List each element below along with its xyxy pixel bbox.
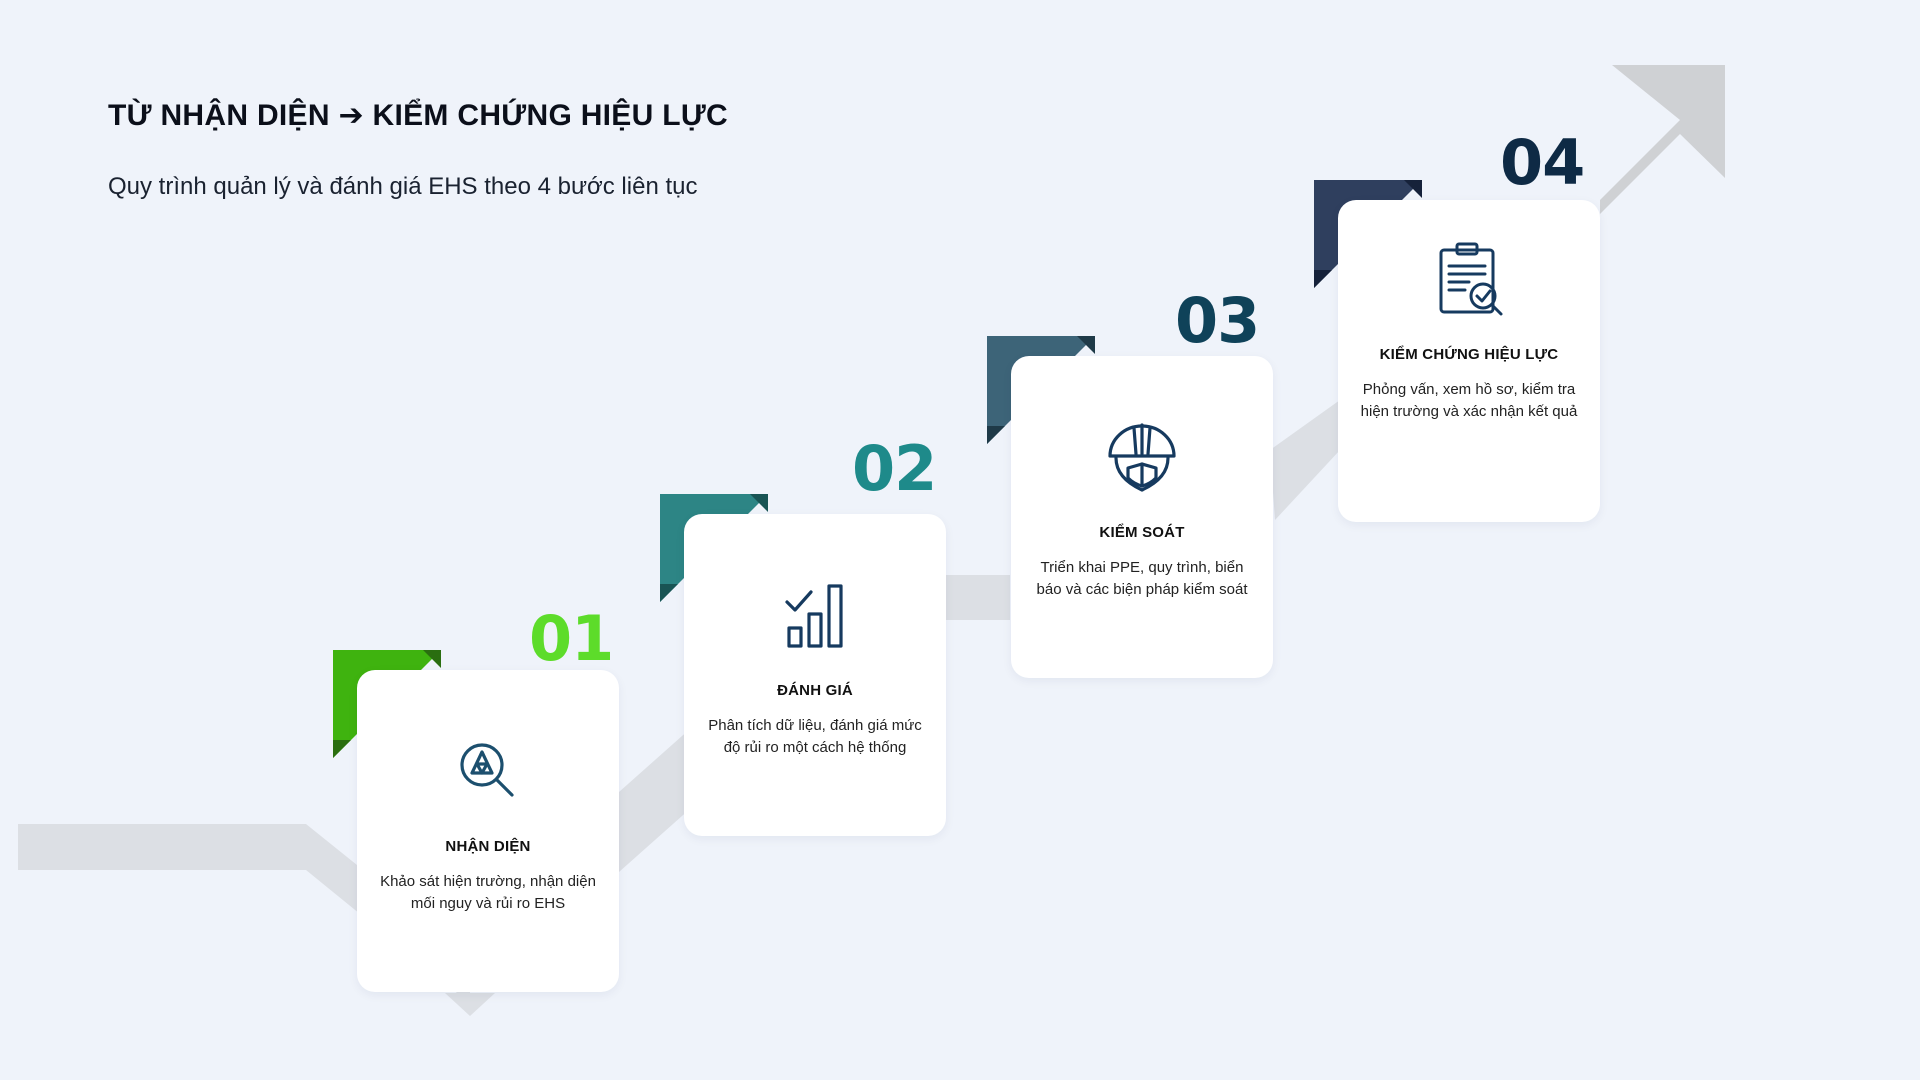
step-description: Khảo sát hiện trường, nhận diện mối nguy… bbox=[380, 873, 596, 912]
step-number: 03 bbox=[1175, 284, 1260, 357]
page-subtitle: Quy trình quản lý và đánh giá EHS theo 4… bbox=[108, 173, 698, 200]
step-title: KIỂM CHỨNG HIỆU LỰC bbox=[1379, 346, 1559, 363]
step-card-03: 03 KIỂM SOÁT Triển khai PPE, quy trình, … bbox=[987, 290, 1287, 696]
step-title: NHẬN DIỆN bbox=[445, 838, 531, 855]
bar-chart-check-icon bbox=[785, 584, 843, 648]
step-card-body: ĐÁNH GIÁ Phân tích dữ liệu, đánh giá mức… bbox=[684, 514, 946, 836]
step-title: KIỂM SOÁT bbox=[1099, 524, 1185, 541]
safety-helmet-icon bbox=[1108, 423, 1176, 492]
step-card-body: KIỂM CHỨNG HIỆU LỰC Phỏng vấn, xem hồ sơ… bbox=[1338, 200, 1600, 522]
step-card-body: NHẬN DIỆN Khảo sát hiện trường, nhận diệ… bbox=[357, 670, 619, 992]
clipboard-check-icon bbox=[1439, 242, 1503, 316]
step-description: Phỏng vấn, xem hồ sơ, kiểm tra hiện trườ… bbox=[1360, 381, 1578, 420]
step-number: 04 bbox=[1500, 126, 1585, 199]
step-description: Triển khai PPE, quy trình, biển báo và c… bbox=[1036, 559, 1248, 598]
step-card-body: KIỂM SOÁT Triển khai PPE, quy trình, biể… bbox=[1011, 356, 1273, 678]
step-card-01: 01 NHẬN DIỆN Khảo sát hiện trường, nhận … bbox=[333, 608, 633, 1010]
header: TỪ NHẬN DIỆN ➔ KIỂM CHỨNG HIỆU LỰC Quy t… bbox=[108, 98, 728, 201]
step-title: ĐÁNH GIÁ bbox=[777, 682, 853, 699]
page-title: TỪ NHẬN DIỆN ➔ KIỂM CHỨNG HIỆU LỰC bbox=[108, 99, 728, 132]
step-number: 02 bbox=[852, 432, 937, 505]
hazard-search-icon bbox=[460, 743, 514, 797]
step-card-02: 02 ĐÁNH GIÁ Phân tích dữ liệu, đánh giá … bbox=[660, 438, 960, 854]
step-card-04: 04 KIỂM CHỨNG HIỆU LỰC Phỏng vấn, xem hồ… bbox=[1314, 132, 1614, 540]
step-description: Phân tích dữ liệu, đánh giá mức độ rủi r… bbox=[708, 717, 922, 756]
step-number: 01 bbox=[529, 602, 614, 675]
